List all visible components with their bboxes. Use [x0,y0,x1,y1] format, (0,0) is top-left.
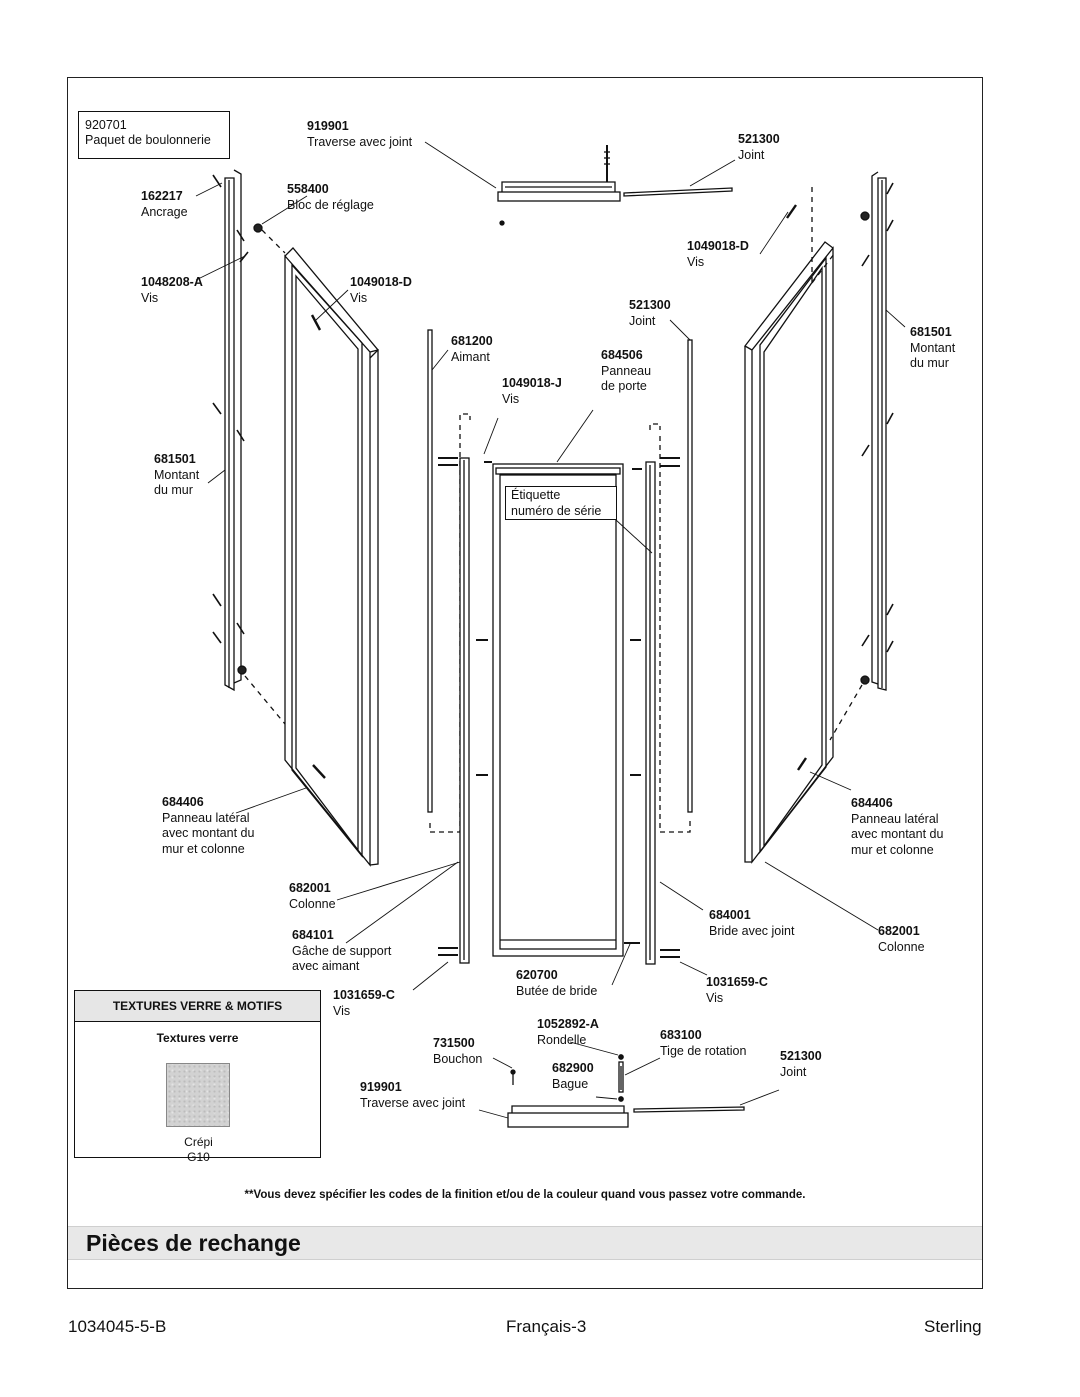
anchor-icon [212,174,245,644]
screw-icon [312,764,326,779]
label-521300-bottom: 521300 Joint [780,1049,822,1079]
washer-icon [618,1054,624,1060]
label-1052892-a: 1052892-A Rondelle [537,1017,599,1047]
hardware-pack-label: 920701 Paquet de boulonnerie [78,111,230,159]
label-521300-top: 521300 Joint [738,132,780,162]
label-1031659-c-right: 1031659-C Vis [706,975,768,1005]
pivot-pin [618,1061,624,1093]
label-682001-left: 682001 Colonne [289,881,336,911]
label-684101: 684101 Gâche de support avec aimant [292,928,392,973]
textures-subheading: Textures verre [156,1031,239,1045]
screw-icon [499,220,505,226]
bushing-icon [618,1096,624,1102]
label-919901-bottom: 919901 Traverse avec joint [360,1080,466,1110]
left-side-panel [284,247,379,867]
screw-icon [797,757,807,771]
door-seal [687,339,693,813]
hinge-flange [645,461,656,965]
adjust-block-icon [860,211,870,221]
title-band: Pièces de rechange [68,1226,982,1260]
label-1048208-a: 1048208-A Vis [141,275,203,305]
door-panel [492,463,624,957]
label-681200: 681200 Aimant [451,334,493,364]
plug-icon [510,1069,516,1085]
order-note: **Vous devez spécifier les codes de la f… [244,1189,806,1201]
page-title: Pièces de rechange [86,1230,301,1256]
label-684406-right: 684406 Panneau latéral avec montant du m… [851,796,944,857]
strike-jamb [459,457,470,964]
label-919901-top: 919901 Traverse avec joint [307,119,413,149]
label-684406-left: 684406 Panneau latéral avec montant du m… [162,795,255,856]
part-description: Paquet de boulonnerie [85,133,211,147]
bottom-seal [633,1106,745,1113]
footer-page: Français-3 [506,1317,587,1336]
adjust-block-icon [253,223,263,233]
label-620700: 620700 Butée de bride [516,968,598,998]
label-1049018-d-right: 1049018-D Vis [687,239,749,269]
footer-brand: Sterling [924,1317,982,1336]
label-681501-right: 681501 Montant du mur [910,325,956,370]
label-521300-mid: 521300 Joint [629,298,671,328]
label-731500: 731500 Bouchon [433,1036,483,1066]
right-wall-jamb [871,171,887,691]
label-682900: 682900 Bague [552,1061,594,1091]
adjust-block-icon [237,665,247,675]
serial-number-label: Étiquette numéro de série [505,486,617,520]
textures-box: TEXTURES VERRE & MOTIFS Textures verre C… [74,990,321,1164]
screw-icon [786,204,797,219]
page-frame [67,77,983,1289]
label-682001-right: 682001 Colonne [878,924,925,954]
label-684001: 684001 Bride avec joint [709,908,795,938]
part-number: 920701 [85,118,127,132]
screw-icon [630,457,680,958]
footer-doc-number: 1034045-5-B [68,1317,167,1336]
screw-icon [310,314,322,331]
texture-swatch-crepi [166,1063,230,1127]
label-683100: 683100 Tige de rotation [660,1028,747,1058]
label-1031659-c-left: 1031659-C Vis [333,988,395,1018]
label-1049018-d-left: 1049018-D Vis [350,275,412,305]
right-side-panel [744,241,834,864]
screw-icon [604,145,610,182]
top-header-rail [497,181,621,202]
left-wall-jamb [224,169,242,692]
anchor-icon [861,182,894,653]
label-1049018-j: 1049018-J Vis [502,376,562,406]
screw-icon [438,457,492,956]
magnet-strip [427,329,433,813]
label-684506: 684506 Panneau de porte [601,348,652,393]
bottom-header-rail [507,1105,629,1128]
label-162217: 162217 Ancrage [141,189,188,219]
screw-icon [239,251,249,263]
top-seal [623,187,733,197]
label-558400: 558400 Bloc de réglage [287,182,374,212]
texture-swatch-caption: Crépi G10 [184,1135,213,1164]
label-681501-left: 681501 Montant du mur [154,452,200,497]
leader-lines [195,141,906,1119]
adjust-block-icon [860,675,870,685]
textures-heading: TEXTURES VERRE & MOTIFS [75,991,320,1022]
